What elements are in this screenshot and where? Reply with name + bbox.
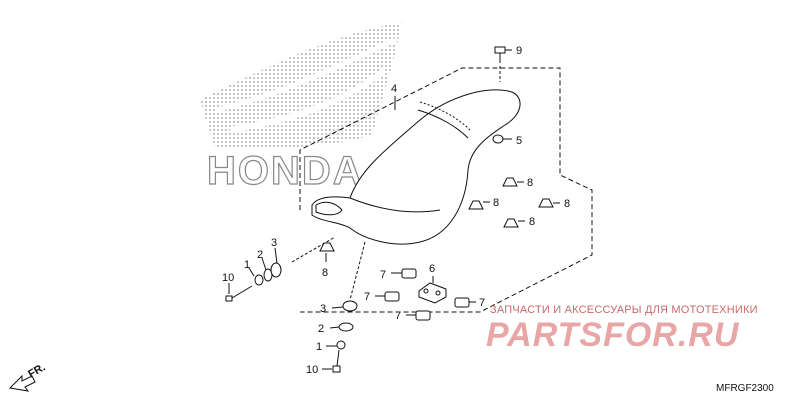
- damper-7-b: 7: [364, 291, 400, 303]
- svg-text:8: 8: [527, 177, 533, 189]
- lower-mount-stack: 3 2 1 10: [306, 241, 366, 376]
- svg-text:4: 4: [391, 83, 397, 95]
- honda-wordmark: HONDA: [207, 149, 364, 193]
- cushion-8-b: 8: [468, 197, 499, 210]
- svg-text:7: 7: [479, 297, 485, 309]
- honda-wing-logo: HONDA: [200, 22, 402, 194]
- cushion-8-a: 8: [502, 177, 533, 189]
- bracket-6: 6: [418, 263, 447, 304]
- bolt-9: 9: [494, 45, 522, 82]
- svg-text:8: 8: [564, 198, 570, 210]
- seat: [311, 89, 521, 245]
- svg-text:1: 1: [244, 259, 250, 271]
- svg-text:8: 8: [322, 267, 328, 279]
- left-mount-stack: 10 1 2 3: [222, 236, 336, 302]
- cushion-8-e: 8: [319, 242, 335, 279]
- svg-text:2: 2: [257, 249, 263, 261]
- svg-text:5: 5: [516, 135, 522, 147]
- grommet-5: 5: [492, 134, 522, 147]
- damper-7-a: 7: [380, 268, 417, 281]
- diagram-code: MFRGF2300: [716, 383, 774, 394]
- callout-4: 4: [391, 83, 397, 110]
- svg-text:7: 7: [364, 291, 370, 303]
- watermark-caption: ЗАПЧАСТИ И АКСЕССУАРЫ ДЛЯ МОТОТЕХНИКИ: [490, 304, 758, 316]
- svg-text:2: 2: [318, 323, 324, 335]
- watermark-logo: PARTSFOR.RU: [486, 316, 740, 354]
- svg-text:8: 8: [493, 197, 499, 209]
- svg-text:10: 10: [306, 364, 318, 376]
- svg-text:7: 7: [395, 310, 401, 322]
- svg-text:8: 8: [529, 216, 535, 228]
- damper-7-c: 7: [454, 297, 485, 309]
- front-direction-arrow-icon: [8, 374, 36, 392]
- svg-text:1: 1: [316, 341, 322, 353]
- svg-text:7: 7: [380, 269, 386, 281]
- svg-text:6: 6: [429, 263, 435, 275]
- svg-text:10: 10: [222, 272, 234, 284]
- damper-7-d: 7: [395, 310, 431, 322]
- assembly-boundary: [299, 67, 593, 313]
- cushion-8-c: 8: [538, 198, 570, 210]
- svg-text:3: 3: [271, 237, 277, 249]
- svg-text:3: 3: [320, 303, 326, 315]
- cushion-8-d: 8: [503, 216, 535, 228]
- svg-text:9: 9: [516, 45, 522, 57]
